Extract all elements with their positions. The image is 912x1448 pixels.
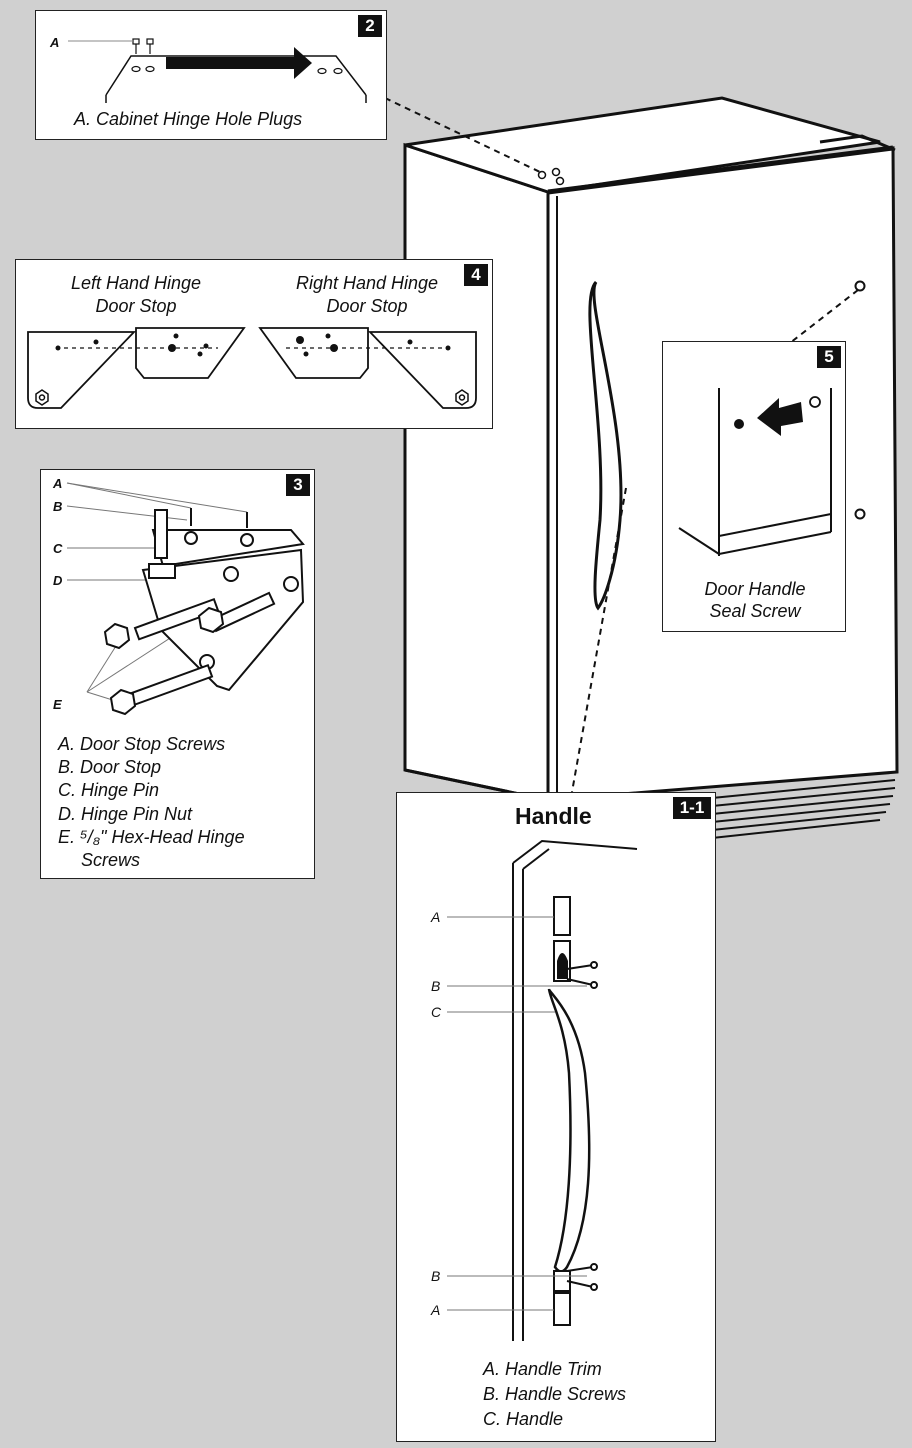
label-a: A [50,35,60,50]
left-hinge-title-line2: Door Stop [95,296,177,316]
legend-b: B. Door Stop [58,757,162,777]
door-handle [588,280,623,611]
step-badge-2: 2 [358,15,382,37]
panel-hinge-assembly: 3 [40,469,315,879]
step-badge-4: 4 [464,264,488,286]
hex-head-icon [197,606,225,634]
base-grille [711,779,896,839]
step-badge-1-1: 1-1 [673,797,711,819]
step-badge-3: 3 [286,474,310,496]
legend-a: A. Door Stop Screws [58,734,226,754]
label-a: A [53,476,63,491]
label-b: B [431,1268,441,1284]
label-b: B [431,978,441,994]
label-a: A [431,1302,441,1318]
panel-door-handle-seal-screw: 5 Door Handle Seal Screw [662,341,846,632]
label-c: C [53,541,63,556]
hex-head-icon [103,622,131,650]
label-e: E [53,697,62,712]
cabinet-side [403,142,550,802]
legend-c: C. Handle [483,1409,564,1429]
handle-bar [547,988,591,1273]
seal-screw-caption-line2: Seal Screw [709,601,801,621]
seal-screw-drawing [678,388,832,556]
panel-door-stop: 4 Left Hand Hinge Door Stop Right Hand H… [15,259,493,429]
hex-head-icon [109,688,137,716]
legend-a: A. Handle Trim [483,1359,602,1379]
handle-drawing [447,839,638,1341]
legend-d: D. Hinge Pin Nut [58,804,193,824]
label-b: B [53,499,63,514]
left-hinge-title-line1: Left Hand Hinge [70,273,202,293]
seal-screw-caption-line1: Door Handle [704,579,806,599]
arrow-left-icon [757,398,803,436]
door-stop-drawing [27,327,477,409]
handle-title: Handle [515,803,592,829]
label-c: C [431,1004,442,1020]
legend-b: B. Handle Screws [483,1384,627,1404]
right-hinge-title-line1: Right Hand Hinge [295,273,439,293]
hinge-assembly-drawing [66,482,305,716]
legend-e: E. ⁵/₈" Hex-Head Hinge [58,827,245,847]
step-badge-5: 5 [817,346,841,368]
legend-c: C. Hinge Pin [58,780,160,800]
label-d: D [53,573,63,588]
label-a: A [431,909,441,925]
right-hinge-title-line2: Door Stop [326,296,408,316]
legend-e-cont: Screws [81,850,141,870]
hinge-plug-drawing [68,38,367,103]
panel-handle: 1-1 Handle [396,792,716,1442]
caption-cabinet-hinge-plugs: A. Cabinet Hinge Hole Plugs [74,109,303,129]
cabinet-top [404,96,881,194]
panel-cabinet-hinge-plugs: 2 A A. Cabinet Hinge Hole Plugs [35,10,387,140]
hinge-plug-icon [131,38,343,75]
